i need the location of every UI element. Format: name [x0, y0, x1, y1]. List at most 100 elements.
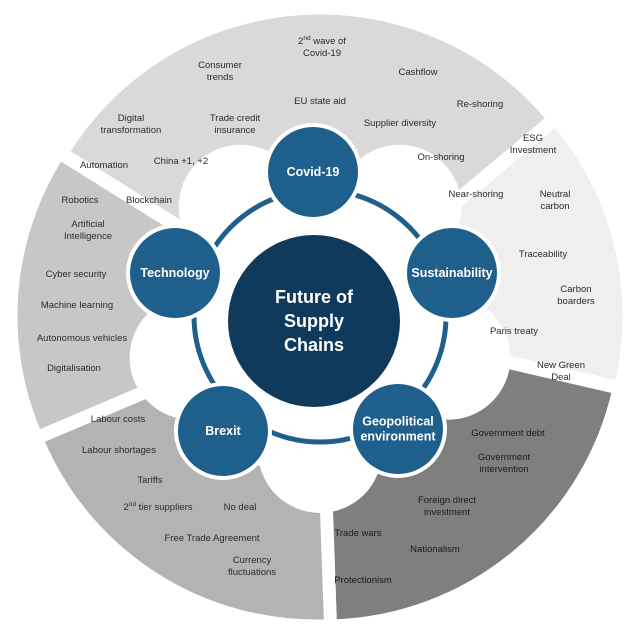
ordinal-suffix: nd — [303, 35, 311, 42]
factor-label-line: Artificial — [71, 219, 104, 230]
factor-label-line: Government debt — [471, 428, 545, 439]
sustainability-factor-label: Near-shoring — [449, 189, 504, 200]
factor-label-line: intervention — [479, 464, 528, 475]
factor-label-line: Re-shoring — [457, 99, 503, 110]
factor-label-line: Tariffs — [137, 475, 162, 486]
center-circle — [228, 235, 400, 407]
factor-label-line: Labour costs — [91, 414, 146, 425]
hub-circle — [268, 127, 358, 217]
factor-label-line: Covid-19 — [303, 48, 341, 59]
hub-label-covid: Covid-19 — [287, 165, 340, 179]
factor-label-line: New Green — [537, 360, 585, 371]
factor-label-line: Neutral — [540, 189, 571, 200]
factor-label-line: Blockchain — [126, 195, 172, 206]
hub-circle — [130, 228, 220, 318]
factor-label-line: transformation — [101, 125, 162, 136]
factor-label-line: Trade credit — [210, 113, 261, 124]
factor-label-line: On-shoring — [418, 152, 465, 163]
factor-label-line: Machine learning — [41, 300, 113, 311]
ordinal-number: 2 — [298, 36, 303, 47]
technology-factor-label: Autonomous vehicles — [37, 333, 128, 344]
factor-label-line: Government — [478, 452, 531, 463]
geopolitical-factor-label: Protectionism — [334, 575, 392, 586]
factor-label-line: Cashflow — [398, 67, 437, 78]
sustainability-factor-label: Paris treaty — [490, 326, 538, 337]
hub-circle — [353, 384, 443, 474]
factor-label-line: Deal — [551, 372, 571, 383]
hub-label-brexit: Brexit — [205, 424, 241, 438]
covid-factor-label: Supplier diversity — [364, 118, 437, 129]
factor-label-line: ESG — [523, 133, 543, 144]
brexit-factor-label: 2nd tier suppliers — [123, 501, 192, 513]
factor-label-line: China +1, +2 — [154, 156, 208, 167]
hub-circle — [178, 386, 268, 476]
factor-label-line: trends — [207, 72, 234, 83]
factor-label-line: Investment — [510, 145, 557, 156]
center-title: Chains — [284, 335, 344, 355]
factor-label-text: tier suppliers — [136, 502, 193, 513]
factor-label-line: carbon — [540, 201, 569, 212]
hub-label-sustainability: Sustainability — [411, 266, 492, 280]
hub-circle — [407, 228, 497, 318]
factor-label-text: wave of — [311, 36, 347, 47]
covid-factor-label: Cashflow — [398, 67, 437, 78]
factor-label-line: 2nd wave of — [298, 35, 346, 47]
factor-label-line: Foreign direct — [418, 495, 476, 506]
factor-label-line: Protectionism — [334, 575, 392, 586]
technology-factor-label: Cyber security — [46, 269, 107, 280]
factor-label-line: No deal — [224, 502, 257, 513]
factor-label-line: Digital — [118, 113, 144, 124]
brexit-factor-label: Free Trade Agreement — [164, 533, 259, 544]
factor-label-line: Free Trade Agreement — [164, 533, 259, 544]
brexit-factor-label: Labour costs — [91, 414, 146, 425]
technology-factor-label: Automation — [80, 160, 128, 171]
technology-factor-label: Machine learning — [41, 300, 113, 311]
technology-factor-label: Robotics — [62, 195, 99, 206]
geopolitical-factor-label: Nationalism — [410, 544, 460, 555]
factor-label-line: Currency — [233, 555, 272, 566]
factor-label-line: fluctuations — [228, 567, 276, 578]
ordinal-number: 2 — [123, 502, 128, 513]
factor-label-line: Automation — [80, 160, 128, 171]
factor-label-line: Consumer — [198, 60, 242, 71]
factor-label-line: Paris treaty — [490, 326, 538, 337]
factor-label-line: Supplier diversity — [364, 118, 437, 129]
factor-label-line: 2nd tier suppliers — [123, 501, 192, 513]
ordinal-suffix: nd — [129, 501, 137, 508]
covid-factor-label: China +1, +2 — [154, 156, 208, 167]
factor-label-line: Robotics — [62, 195, 99, 206]
covid-factor-label: EU state aid — [294, 96, 346, 107]
factor-label-line: Cyber security — [46, 269, 107, 280]
factor-label-line: Nationalism — [410, 544, 460, 555]
factor-label-line: boarders — [557, 296, 595, 307]
factor-label-line: Trade wars — [334, 528, 381, 539]
factor-label-line: Near-shoring — [449, 189, 504, 200]
geopolitical-factor-label: Trade wars — [334, 528, 381, 539]
hub-brexit: Brexit — [174, 382, 272, 480]
center-title: Future of — [275, 287, 354, 307]
factor-label-line: investment — [424, 507, 470, 518]
factor-label-line: EU state aid — [294, 96, 346, 107]
factor-label-line: Labour shortages — [82, 445, 156, 456]
covid-factor-label: On-shoring — [418, 152, 465, 163]
hub-label-geopolitical: environment — [360, 430, 436, 444]
hub-label-geopolitical: Geopolitical — [362, 415, 434, 429]
sustainability-factor-label: Traceability — [519, 249, 567, 260]
brexit-factor-label: Labour shortages — [82, 445, 156, 456]
center-title: Supply — [284, 311, 344, 331]
technology-factor-label: Digitalisation — [47, 363, 101, 374]
brexit-factor-label: No deal — [224, 502, 257, 513]
factor-label-line: Intelligence — [64, 231, 112, 242]
covid-factor-label: Re-shoring — [457, 99, 503, 110]
